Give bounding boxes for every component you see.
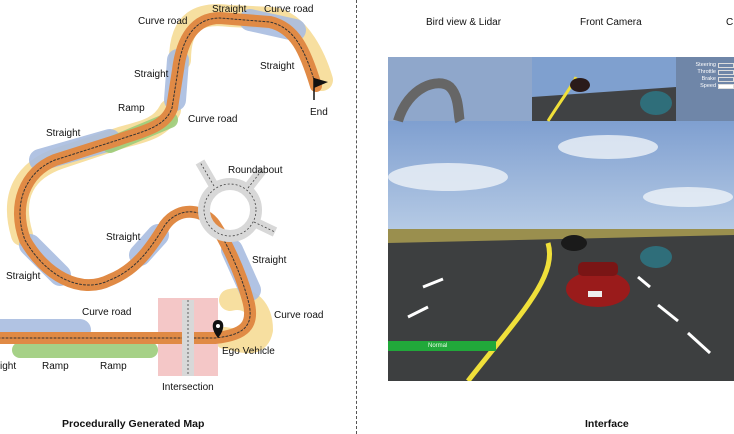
label-straight-left: Straight (46, 128, 81, 139)
label-end: End (310, 107, 328, 118)
map-caption: Procedurally Generated Map (62, 418, 205, 430)
label-curve-lower: Curve road (82, 307, 132, 318)
teal-car (640, 246, 672, 268)
view-title-cut: C (726, 17, 734, 28)
status-bar: Normal (388, 341, 496, 351)
view-title-front: Front Camera (580, 17, 642, 28)
label-roundabout: Roundabout (228, 165, 283, 176)
ego-vehicle-pin (212, 320, 224, 338)
throttle-bar (718, 70, 734, 75)
label-straight-top: Straight (212, 4, 247, 15)
interface-caption: Interface (585, 418, 629, 430)
road-network (0, 12, 322, 344)
procedural-map (0, 4, 333, 376)
label-ramp-upper: Ramp (118, 103, 145, 114)
label-straight-mid: Straight (106, 232, 141, 243)
hud-speed: Speed (700, 83, 716, 89)
roundabout (195, 159, 278, 242)
label-ramp-lower-1: Ramp (42, 361, 69, 372)
hud-brake: Brake (701, 76, 716, 82)
label-straight-upper: Straight (134, 69, 169, 80)
label-straight-right: Straight (260, 61, 295, 72)
label-straight-lower-right: Straight (252, 255, 287, 266)
steering-bar (718, 63, 734, 68)
view-title-bird: Bird view & Lidar (426, 17, 502, 28)
label-curve-mid: Curve road (188, 114, 238, 125)
driving-scene (388, 57, 734, 381)
label-ego-vehicle: Ego Vehicle (222, 346, 275, 357)
label-curve-lower-right: Curve road (274, 310, 324, 321)
label-intersection: Intersection (162, 382, 214, 393)
simulator-view: Steering Throttle Brake Speed Normal (388, 57, 734, 381)
label-curve-top-right: Curve road (264, 4, 314, 15)
label-straight-lower-left: Straight (6, 271, 41, 282)
section-divider (356, 0, 357, 434)
end-flag-icon (313, 78, 328, 100)
speed-bar (718, 84, 734, 89)
label-straight-cut: ight (0, 361, 17, 372)
black-car (561, 235, 587, 251)
hud-labels: Steering Throttle Brake Speed (678, 62, 717, 90)
red-car (566, 262, 630, 307)
label-curve-top-left: Curve road (138, 16, 188, 27)
hud-steering: Steering (695, 62, 717, 68)
label-ramp-lower-2: Ramp (100, 361, 127, 372)
hud-throttle: Throttle (697, 69, 716, 75)
brake-bar (718, 77, 734, 82)
